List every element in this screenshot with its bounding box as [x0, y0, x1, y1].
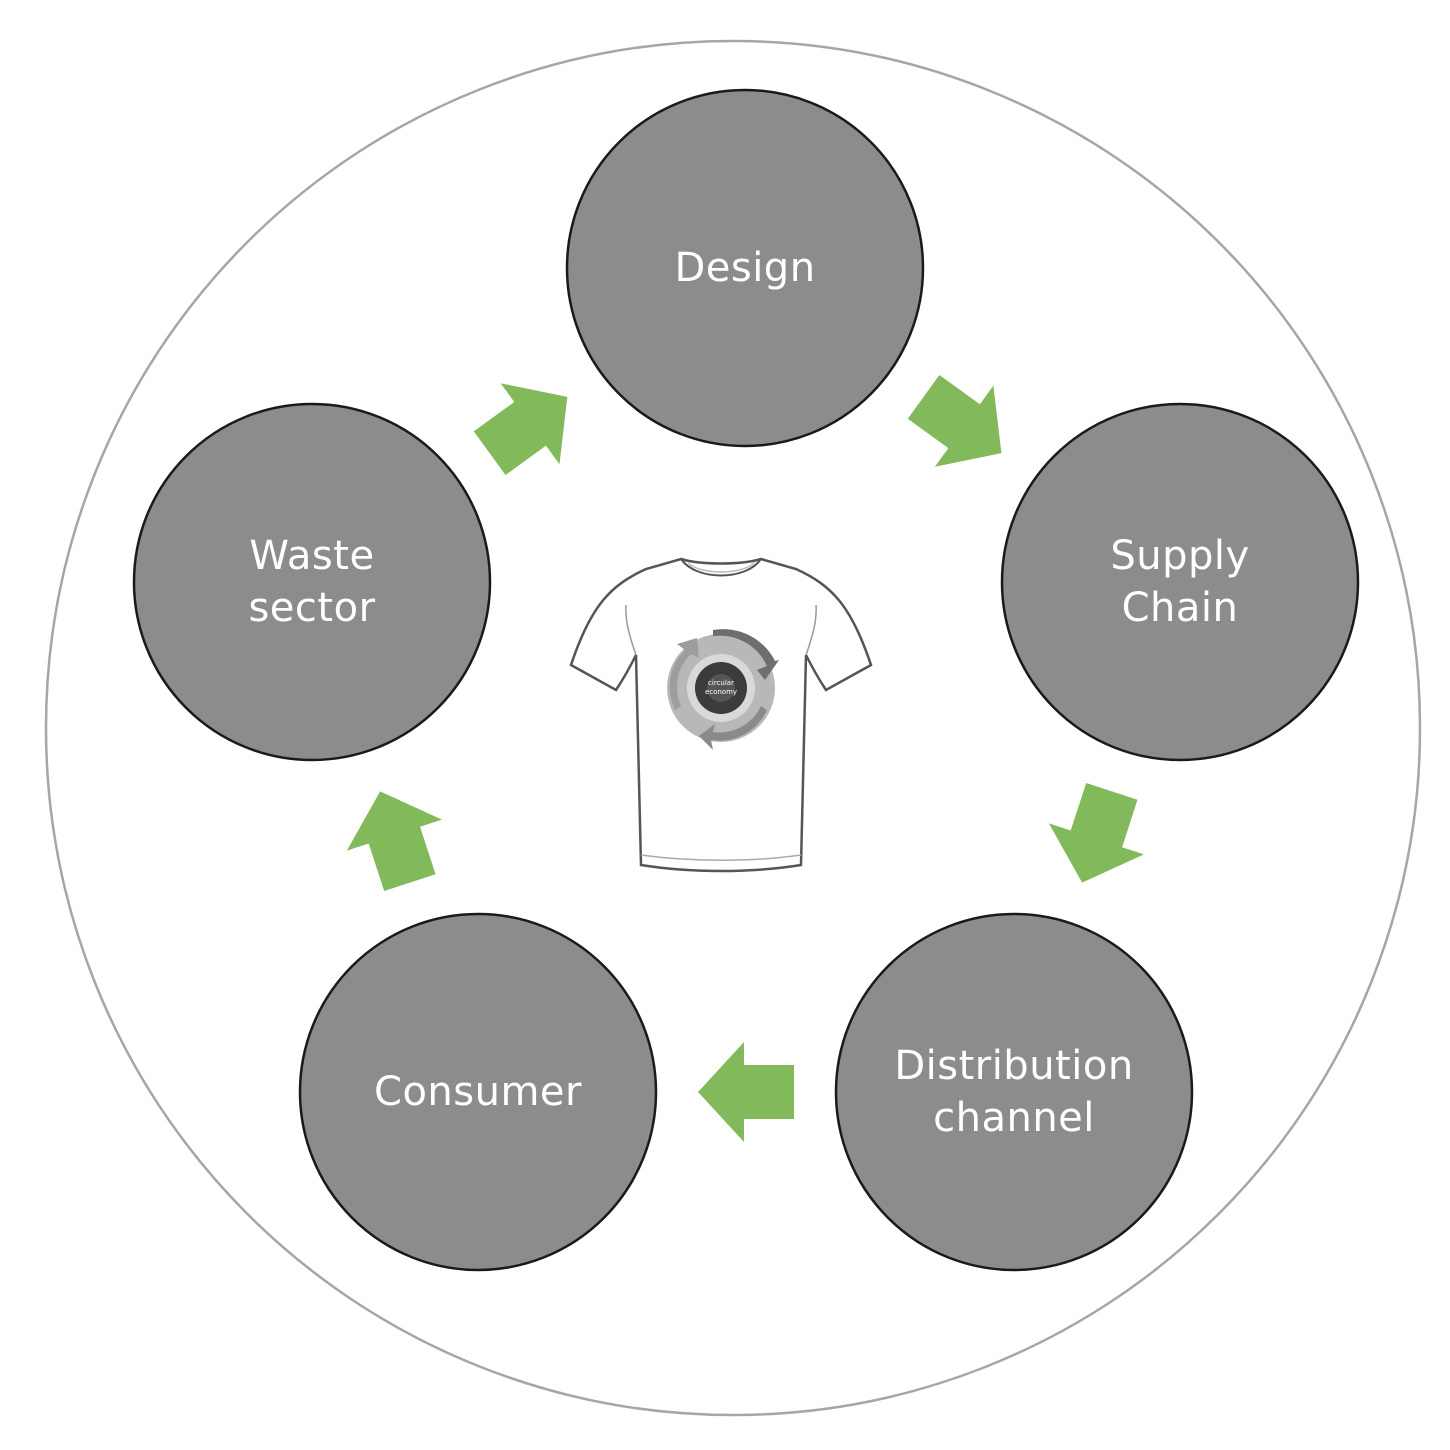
arrow-consumer-to-waste-sector [346, 791, 442, 891]
arrow-distribution-channel-to-consumer [698, 1042, 794, 1142]
shirt-print-cycle-icon [667, 629, 779, 750]
node-label-design: Design [595, 242, 895, 294]
t-shirt-collar [680, 558, 762, 577]
node-design [565, 88, 925, 448]
node-label-line: Consumer [374, 1069, 582, 1115]
arrow-design-to-supply-chain [907, 375, 1002, 467]
node-label-waste-sector: Waste sector [162, 530, 462, 634]
nodes-layer [132, 88, 1360, 1272]
node-consumer [298, 912, 658, 1272]
t-shirt-sleeve-fold-left [625, 604, 637, 656]
node-label-consumer: Consumer [328, 1066, 628, 1118]
node-label-line: Chain [1121, 585, 1239, 631]
node-distribution-channel [834, 912, 1194, 1272]
node-waste-sector [132, 402, 492, 762]
shirt-print-label-line-1: circular [708, 679, 734, 687]
t-shirt-sleeve-fold-right [805, 604, 817, 656]
t-shirt-icon: circular economy [569, 557, 873, 873]
node-label-line: channel [933, 1095, 1095, 1141]
arrows-layer [346, 375, 1144, 1142]
t-shirt-collar-inner [687, 562, 755, 573]
node-supply-chain [1000, 402, 1360, 762]
node-label-line: sector [248, 585, 376, 631]
outer-ring [44, 39, 1422, 1417]
arrow-waste-sector-to-design [473, 383, 568, 476]
node-label-distribution-channel: Distribution channel [864, 1040, 1164, 1144]
node-label-line: Distribution [894, 1043, 1134, 1089]
node-label-line: Supply [1110, 533, 1250, 579]
t-shirt-hem [640, 854, 802, 861]
shirt-print-label-line-2: economy [705, 688, 737, 696]
node-label-line: Design [674, 245, 816, 291]
arrow-supply-chain-to-distribution-channel [1048, 783, 1144, 883]
node-label-line: Waste [249, 533, 375, 579]
